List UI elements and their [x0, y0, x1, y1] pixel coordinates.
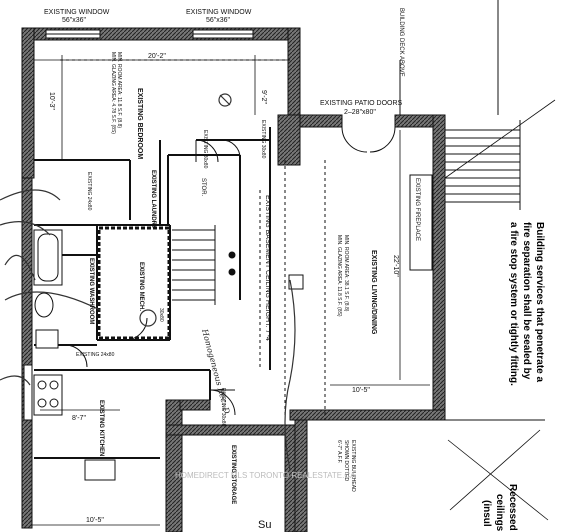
window-left-size: 56"x36" — [62, 17, 87, 24]
dim-bedroom-depth: 10'-3" — [48, 92, 55, 110]
dim-living-width: 10'-5" — [352, 387, 370, 394]
watermark: HOMEDIRECT MLS TORONTO REALESTATE.CA — [175, 471, 356, 480]
fire-sep-note-2: fire separation shall be sealed by — [521, 222, 532, 380]
laundry-label: EXISTING LAUNDRY — [150, 170, 156, 229]
dim-bottom: 10'-5" — [86, 517, 104, 524]
living-label: EXISTING LIVING/DINING — [370, 250, 377, 335]
living-glazing: MIN. GLAZING AREA: 11.8 S.F. (8S) — [336, 235, 342, 317]
fireplace-label: EXISTING FIREPLACE — [414, 178, 420, 241]
window-right-title: EXISTING WINDOW — [186, 9, 252, 16]
vanity — [35, 329, 59, 349]
bedroom-glazing: MIN. GLAZING AREA: 4.78 S.F. (8S) — [110, 52, 116, 134]
bedroom-room-area: MIN. ROOM AREA: 11.8 S.F. (8.8) — [116, 52, 122, 128]
mech-door: 30x80 — [158, 308, 164, 322]
handwritten-marks — [0, 93, 296, 471]
dim-living-depth: 22'-10" — [392, 255, 399, 277]
storage-label: EXISTING STORAGE — [230, 445, 236, 504]
toilet — [34, 292, 54, 318]
staircase — [172, 225, 216, 305]
recessed-note-2: ceilings — [494, 494, 505, 532]
ceiling-height-note: EXISTING BASEMENT CEILING HEIGHT: 7'-4" — [264, 195, 271, 344]
dim-bedroom-width: 20'-2" — [148, 53, 166, 60]
bottom-fragment: Su — [258, 519, 271, 531]
fire-sep-note-1: Building services that penetrate a — [534, 222, 545, 382]
window-left-title: EXISTING WINDOW — [44, 9, 110, 16]
bulkhead-line2: SHOWN DOTTED — [343, 440, 349, 481]
living-room-area: MIN. ROOM AREA: 38.1 S.F. (8.8) — [343, 235, 349, 312]
kitchen-label: EXISTING KITCHEN — [98, 400, 104, 456]
fire-sep-note-3: a fire stop system or tightly fitting. — [508, 222, 519, 386]
interior-walls — [34, 127, 271, 459]
recessed-note-1: Recessed — [507, 484, 518, 531]
patio-doors-size: 2–28"x80" — [344, 109, 376, 116]
dimension-lines — [32, 55, 430, 526]
bedroom-label: EXISTING BEDROOM — [136, 88, 143, 159]
exterior-walls — [21, 27, 446, 532]
bulkhead-line1: EXISTING BULKHEAD — [350, 440, 356, 492]
closet-door-2: EXISTING 30x80 — [260, 120, 266, 159]
dim-bedroom-right: 9'-2" — [260, 90, 267, 104]
washroom-door-title: EXISTING 24x80 — [76, 352, 115, 358]
washroom-label: EXISTING WASHROOM — [88, 258, 94, 324]
post — [288, 274, 304, 290]
stove — [33, 374, 63, 416]
mech-label: EXISTING MECH. — [138, 262, 144, 311]
window-right-size: 56"x36" — [206, 17, 231, 24]
deck-label: BUILDING DECK ABOVE — [398, 8, 404, 77]
door-swings — [64, 126, 396, 416]
laundry-door: EXISTING 24x80 — [86, 172, 92, 211]
closet-door-1: EXISTING 30x80 — [202, 130, 208, 169]
exterior-stairs — [399, 0, 556, 521]
sink — [84, 459, 116, 481]
stor-label: STOR. — [200, 178, 206, 197]
recessed-note-3: (insul — [481, 500, 492, 527]
patio-doors-title: EXISTING PATIO DOORS — [320, 100, 403, 107]
storage-door: EXISTING 30x80 — [220, 388, 226, 427]
fireplace — [409, 174, 433, 271]
bulkhead-line3: 6'-7" A.F.F. — [336, 440, 342, 464]
top-windows — [23, 29, 254, 421]
dim-kitchen: 8'-7" — [72, 415, 86, 422]
fixtures — [33, 174, 433, 481]
